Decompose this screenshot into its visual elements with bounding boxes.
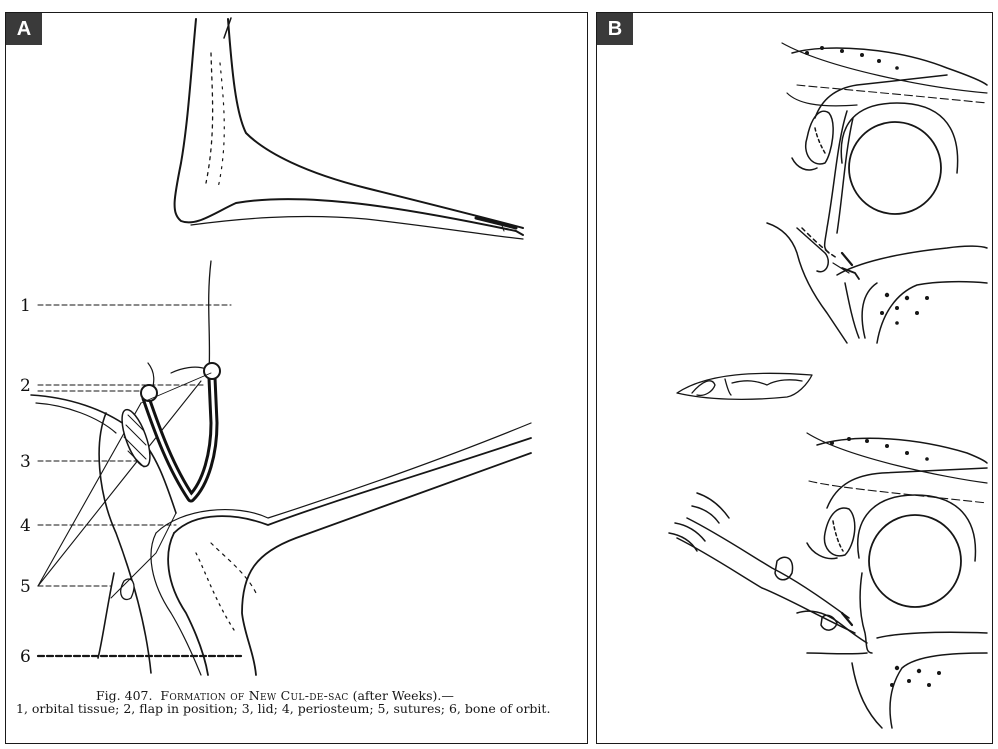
label-4: 4	[20, 516, 31, 536]
panel-a-illustration: 1 2 3 4 5 6	[6, 13, 588, 744]
bottom-orbit-drawing	[669, 433, 987, 728]
label-1: 1	[20, 296, 31, 316]
bottom-orbit-dots	[830, 437, 941, 687]
flap-drawing	[116, 363, 220, 498]
caption-legend: 1, orbital tissue; 2, flap in position; …	[16, 701, 550, 716]
label-5: 5	[20, 577, 31, 597]
top-orbit-drawing	[767, 43, 987, 343]
panel-b: B	[596, 12, 993, 744]
panel-a: A 1 2 3 4 5 6	[5, 12, 588, 744]
label-2: 2	[20, 376, 31, 396]
label-3: 3	[20, 452, 31, 472]
pointer-labels	[38, 305, 241, 656]
artist-signature	[677, 373, 812, 399]
upper-bone-drawing	[175, 18, 523, 239]
figure-caption: Fig. 407. Formation of New Cul-de-sac (a…	[16, 689, 581, 715]
panel-b-illustration	[597, 13, 993, 744]
label-6: 6	[20, 647, 31, 667]
